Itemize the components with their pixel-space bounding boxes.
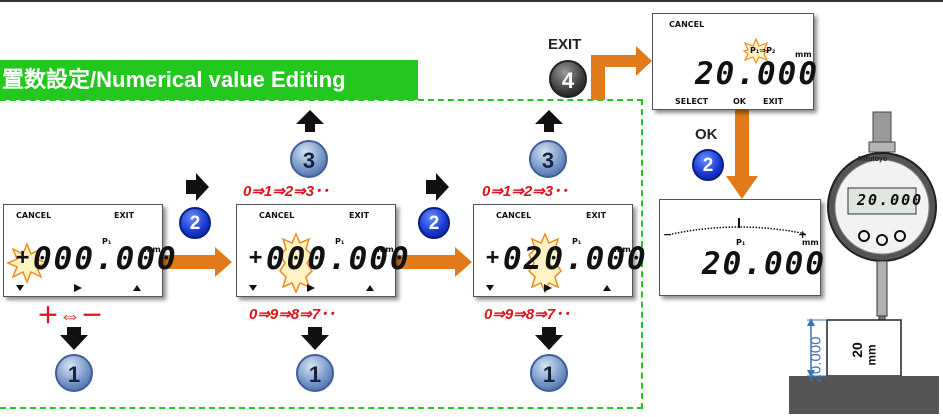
highlight-burst-icon — [528, 232, 562, 294]
block-size-unit: mm — [864, 344, 879, 366]
sign-digit: + — [16, 245, 32, 270]
button-2-marker: 2 — [418, 207, 450, 239]
preset-switch-label: P₁⇒P₂ — [750, 46, 776, 55]
value-digits: 20.000 — [702, 246, 826, 282]
sign-toggle-text: ＋⇔－ — [37, 303, 104, 328]
plus-label: + — [798, 228, 808, 241]
button-2-marker: 2 — [692, 149, 724, 181]
button-1-marker: 1 — [296, 354, 334, 392]
top-border — [0, 0, 943, 2]
value-digits: 20.000 — [695, 56, 819, 92]
exit-label: EXIT — [586, 211, 607, 220]
highlight-burst-icon — [6, 241, 48, 285]
cancel-label: CANCEL — [259, 211, 295, 220]
button-1-marker: 1 — [55, 354, 93, 392]
lcd-screen-sign: CANCEL EXIT P₁ mm + 000.000 — [3, 204, 176, 297]
highlight-burst-icon — [279, 232, 313, 294]
button-4-marker: 4 — [549, 60, 587, 98]
button-indicators — [249, 284, 374, 292]
sequence-down-text: 0⇒9⇒8⇒7･･ — [249, 306, 336, 323]
unit-label: mm — [144, 245, 161, 254]
highlight-burst-icon — [742, 37, 770, 65]
lcd-screen-confirm: CANCEL P₁⇒P₂ mm 20.000 SELECT OK EXIT — [652, 13, 817, 110]
minus-label: − — [663, 228, 673, 241]
ok-label: OK — [733, 97, 746, 106]
ok-step-label: OK — [695, 126, 718, 143]
select-label: SELECT — [675, 97, 709, 106]
cancel-label: CANCEL — [496, 211, 532, 220]
gauge-display-value: 20.000 — [857, 191, 924, 209]
exit-step-label: EXIT — [548, 36, 582, 53]
preset-label: P₁ — [572, 237, 582, 246]
preset-label: P₁ — [102, 237, 112, 246]
button-2-marker: 2 — [179, 207, 211, 239]
analog-bar-scale — [671, 218, 807, 235]
sequence-up-text: 0⇒1⇒2⇒3･･ — [243, 183, 330, 200]
value-digits: 000.000 — [266, 241, 411, 277]
cancel-label: CANCEL — [16, 211, 52, 220]
value-digits: 020.000 — [503, 241, 648, 277]
sign-digit: + — [486, 245, 502, 270]
unit-label: mm — [377, 245, 394, 254]
value-digits: 000.000 — [33, 241, 178, 277]
cancel-label: CANCEL — [669, 20, 705, 29]
button-3-marker: 3 — [529, 140, 567, 178]
exit-label: EXIT — [349, 211, 370, 220]
button-indicators — [486, 284, 611, 292]
sequence-up-text: 0⇒1⇒2⇒3･･ — [482, 183, 569, 200]
sequence-down-text: 0⇒9⇒8⇒7･･ — [484, 306, 571, 323]
button-1-marker: 1 — [530, 354, 568, 392]
lcd-screen-digit-next: CANCEL EXIT P₁ mm + 020.000 — [473, 204, 646, 297]
preset-label: P₁ — [736, 238, 746, 247]
brand-label: Mitutoyo — [858, 156, 888, 163]
editing-area-frame — [0, 99, 643, 409]
exit-label: EXIT — [763, 97, 784, 106]
unit-label: mm — [614, 245, 631, 254]
preset-label: P₁ — [335, 237, 345, 246]
button-3-marker: 3 — [290, 140, 328, 178]
dial-gauge-icon — [827, 111, 937, 331]
section-title: 置数設定/Numerical value Editing — [0, 60, 418, 100]
exit-label: EXIT — [114, 211, 135, 220]
gauge-block-illustration — [789, 318, 939, 414]
lcd-screen-digit-edit: CANCEL EXIT P₁ mm + 000.000 — [236, 204, 409, 297]
sign-digit: + — [249, 245, 265, 270]
button-indicators — [16, 284, 141, 292]
block-height-label: 20.000 — [807, 336, 825, 383]
lcd-screen-result: − + P₁ mm 20.000 — [659, 199, 824, 296]
unit-label: mm — [802, 238, 819, 247]
unit-label: mm — [795, 50, 812, 59]
block-size-label: 20 — [848, 342, 865, 358]
